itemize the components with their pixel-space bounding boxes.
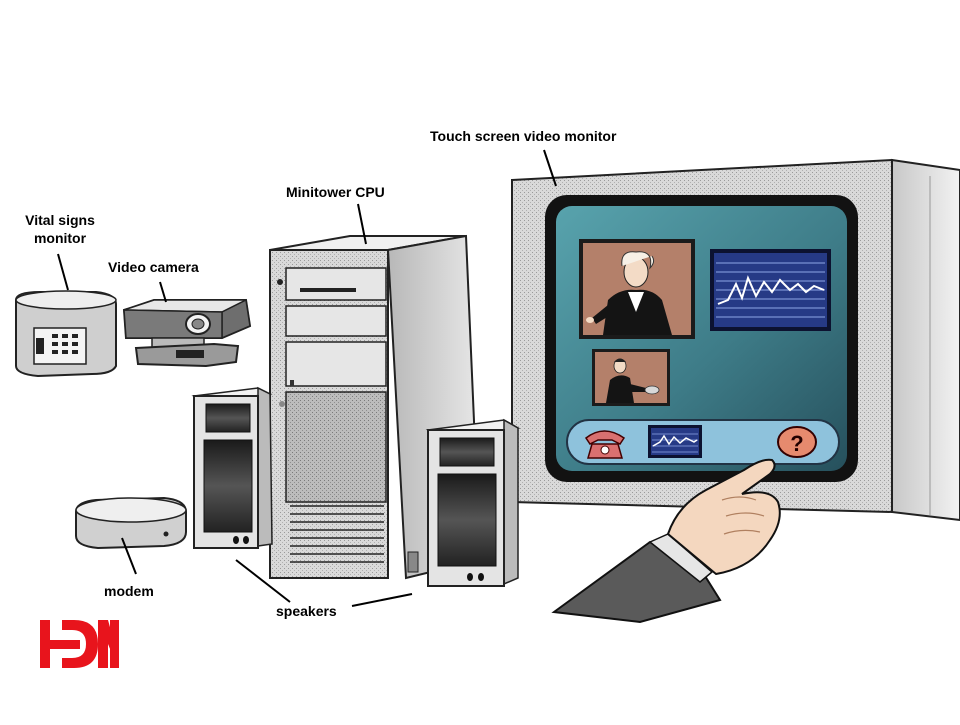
leader-lines xyxy=(57,149,557,607)
modem xyxy=(75,496,187,550)
video-camera xyxy=(122,298,252,368)
video-portrait-woman xyxy=(579,239,695,339)
touch-screen-monitor-label: Touch screen video monitor xyxy=(430,128,617,144)
waveform-icon[interactable] xyxy=(648,425,702,458)
speakers-label: speakers xyxy=(276,603,337,619)
right-speaker xyxy=(407,418,521,587)
minitower-cpu xyxy=(269,234,482,580)
control-bar xyxy=(566,419,840,465)
svg-text:?: ? xyxy=(790,431,803,456)
video-camera-label: Video camera xyxy=(108,259,199,275)
left-speaker xyxy=(191,386,273,549)
hdn-logo-icon xyxy=(40,620,119,668)
minitower-cpu-label: Minitower CPU xyxy=(286,184,385,200)
vital-signs-monitor xyxy=(15,290,117,378)
pointing-hand-icon xyxy=(551,458,781,624)
touch-screen-monitor: ? xyxy=(511,158,960,522)
waveform-display xyxy=(710,249,831,331)
vital-signs-label-line1: Vital signs xyxy=(25,212,95,228)
question-mark-icon[interactable]: ? xyxy=(777,426,817,458)
telephone-icon[interactable] xyxy=(584,430,626,459)
vital-signs-label-line2: monitor xyxy=(33,230,87,246)
video-portrait-man xyxy=(592,349,670,406)
modem-label: modem xyxy=(104,583,154,599)
